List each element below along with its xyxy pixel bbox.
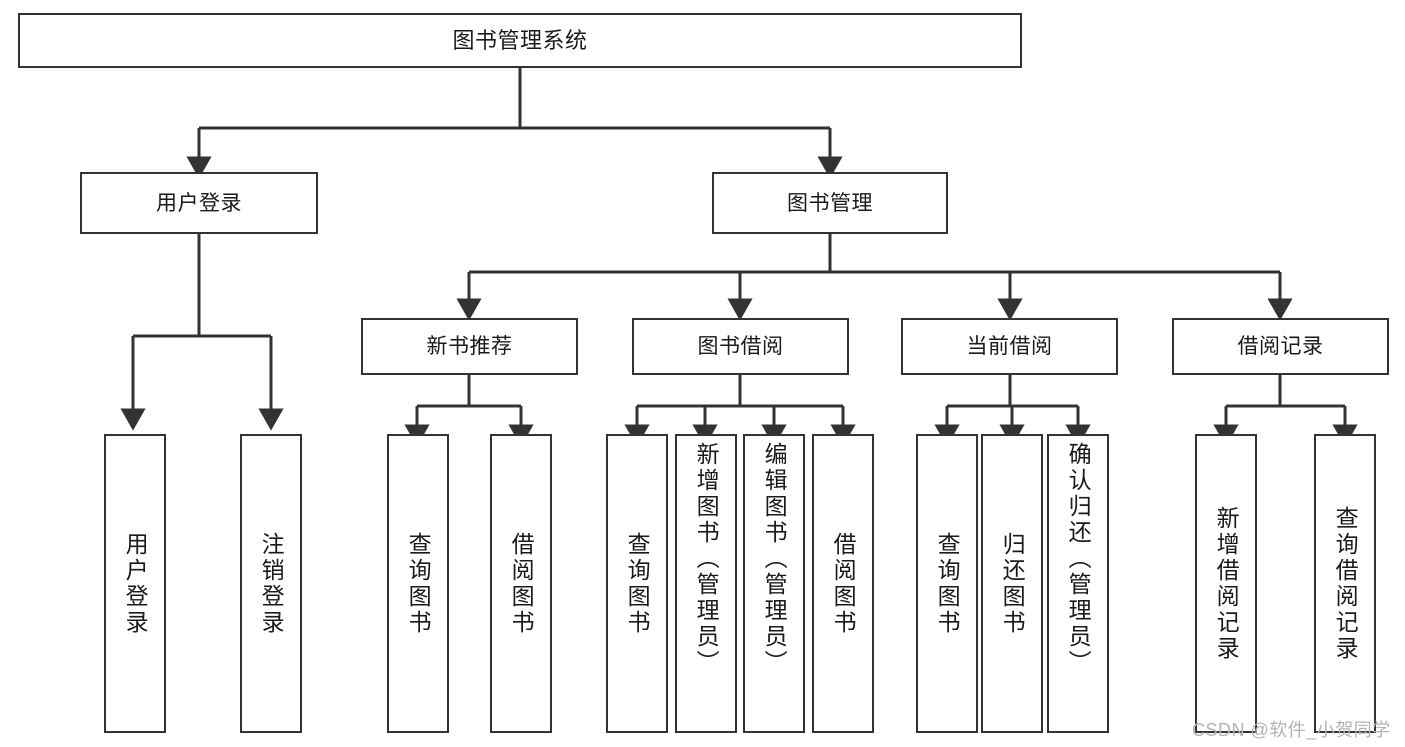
node-current-borrow[interactable]: 当前借阅 bbox=[901, 318, 1118, 375]
node-book-management[interactable]: 图书管理 bbox=[712, 172, 948, 234]
node-label: 图书管理系统 bbox=[452, 27, 588, 53]
leaf-borrow-record-add-record[interactable]: 新增借阅记录 bbox=[1195, 434, 1257, 733]
node-label: 新增图书（管理员） bbox=[693, 442, 720, 676]
leaf-book-borrow-add-book-admin[interactable]: 新增图书（管理员） bbox=[675, 434, 737, 733]
leaf-new-book-borrow-book[interactable]: 借阅图书 bbox=[490, 434, 552, 733]
node-root-book-management-system[interactable]: 图书管理系统 bbox=[18, 13, 1022, 68]
node-label: 图书借阅 bbox=[697, 335, 784, 358]
node-label: 借阅图书 bbox=[830, 531, 857, 636]
node-label: 编辑图书（管理员） bbox=[761, 442, 788, 676]
node-label: 当前借阅 bbox=[966, 335, 1053, 358]
node-label: 注销登录 bbox=[258, 531, 285, 636]
leaf-book-borrow-edit-book-admin[interactable]: 编辑图书（管理员） bbox=[743, 434, 805, 733]
leaf-current-borrow-return-book[interactable]: 归还图书 bbox=[981, 434, 1043, 733]
node-label: 借阅记录 bbox=[1237, 335, 1324, 358]
leaf-book-borrow-borrow-book[interactable]: 借阅图书 bbox=[812, 434, 874, 733]
node-label: 新增借阅记录 bbox=[1213, 505, 1240, 662]
node-label: 查询借阅记录 bbox=[1332, 505, 1359, 662]
leaf-current-borrow-query-book[interactable]: 查询图书 bbox=[916, 434, 978, 733]
node-label: 新书推荐 bbox=[426, 335, 513, 358]
node-label: 图书管理 bbox=[787, 191, 873, 215]
node-label: 查询图书 bbox=[934, 531, 961, 636]
leaf-user-login-login[interactable]: 用户登录 bbox=[104, 434, 166, 733]
node-book-borrow[interactable]: 图书借阅 bbox=[632, 318, 849, 375]
node-label: 用户登录 bbox=[122, 531, 149, 636]
node-user-login[interactable]: 用户登录 bbox=[80, 172, 318, 234]
leaf-borrow-record-query-record[interactable]: 查询借阅记录 bbox=[1314, 434, 1376, 733]
node-label: 查询图书 bbox=[405, 531, 432, 636]
leaf-user-login-logout[interactable]: 注销登录 bbox=[240, 434, 302, 733]
node-label: 确认归还（管理员） bbox=[1065, 442, 1092, 676]
leaf-new-book-query-book[interactable]: 查询图书 bbox=[387, 434, 449, 733]
node-label: 借阅图书 bbox=[508, 531, 535, 636]
leaf-book-borrow-query-book[interactable]: 查询图书 bbox=[606, 434, 668, 733]
leaf-current-borrow-confirm-return-admin[interactable]: 确认归还（管理员） bbox=[1047, 434, 1109, 733]
csdn-watermark: CSDN @软件_小贺同学 bbox=[1192, 720, 1391, 740]
node-label: 归还图书 bbox=[999, 531, 1026, 636]
node-new-book-recommend[interactable]: 新书推荐 bbox=[361, 318, 578, 375]
node-borrow-record[interactable]: 借阅记录 bbox=[1172, 318, 1389, 375]
node-label: 查询图书 bbox=[624, 531, 651, 636]
node-label: 用户登录 bbox=[156, 191, 242, 215]
